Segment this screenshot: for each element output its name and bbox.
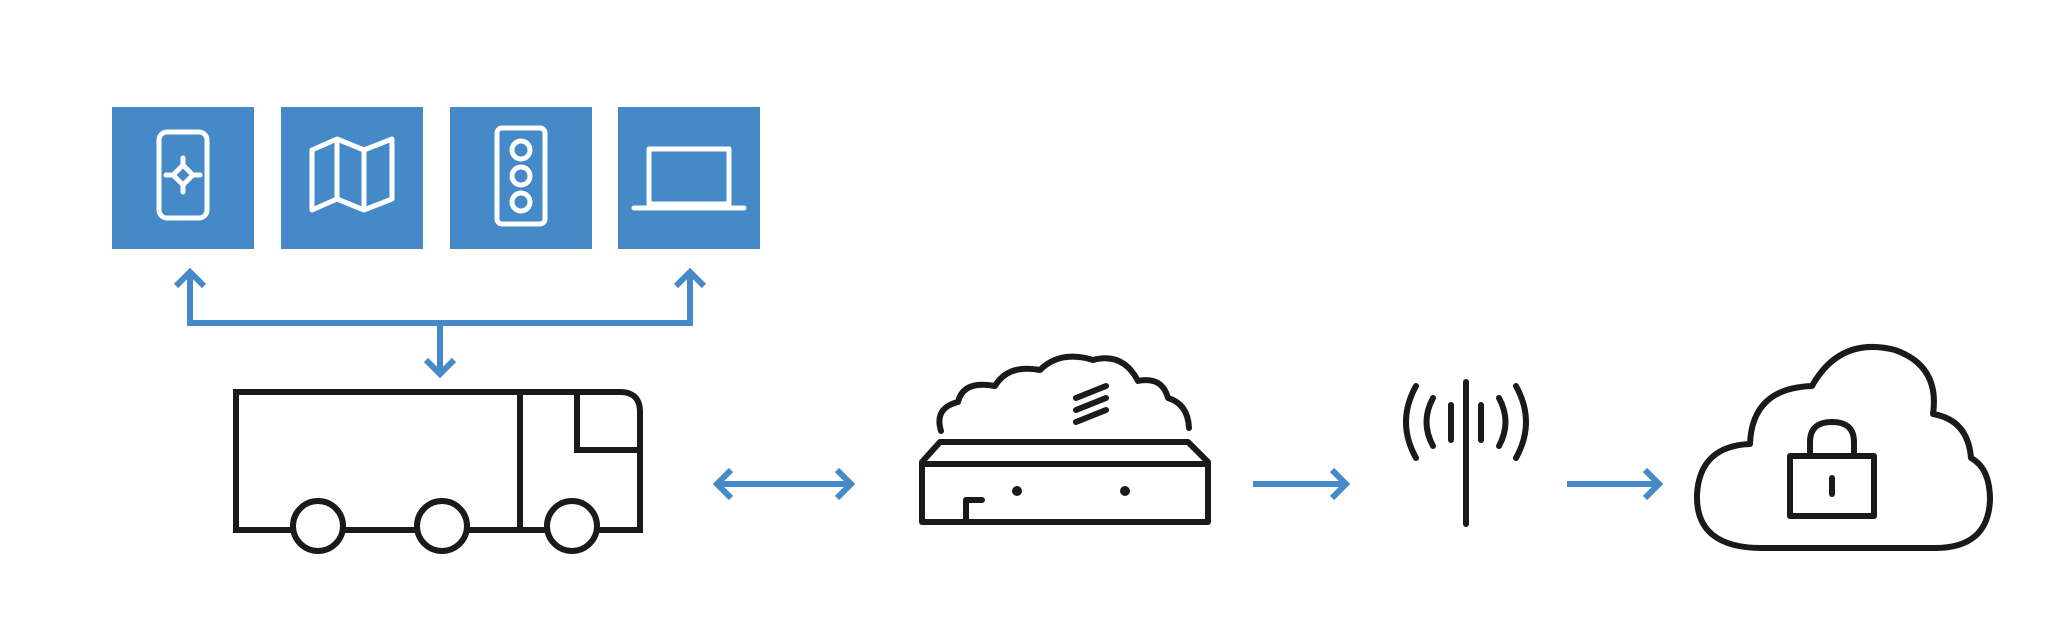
gateway-tower-connector xyxy=(1253,467,1351,501)
tiles-truck-connector xyxy=(173,267,707,379)
device-tile-laptop xyxy=(618,107,760,249)
device-tile-traffic-light xyxy=(450,107,592,249)
tower-cloud-connector xyxy=(1567,467,1664,501)
tile-background xyxy=(618,107,760,249)
traffic-light-icon xyxy=(494,125,548,227)
truck-gateway-connector xyxy=(712,467,856,501)
secure-cloud-icon xyxy=(1693,344,1993,551)
device-tiles xyxy=(112,107,760,249)
truck-icon xyxy=(233,389,643,554)
tile-background xyxy=(112,107,254,249)
arrowhead-up-right xyxy=(673,267,707,289)
map-icon xyxy=(309,136,395,213)
arrowhead-down-truck xyxy=(423,357,457,379)
device-tile-map xyxy=(281,107,423,249)
device-tile-phone xyxy=(112,107,254,249)
tile-background xyxy=(281,107,423,249)
lock-icon xyxy=(1787,419,1877,519)
arrowhead-up-left xyxy=(173,267,207,289)
phone-location-icon xyxy=(156,129,210,221)
gateway-device-icon xyxy=(919,353,1211,525)
cell-tower-icon xyxy=(1403,379,1529,527)
laptop-icon xyxy=(631,146,747,211)
